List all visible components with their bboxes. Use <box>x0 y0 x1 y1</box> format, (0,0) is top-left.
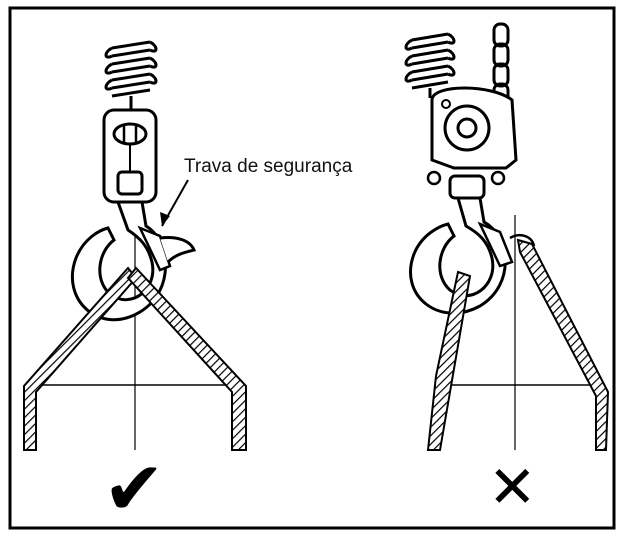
shank-nut-right <box>448 174 486 200</box>
block-slot-left <box>112 122 148 146</box>
safety-latch-label: Trava de segurança <box>182 156 355 178</box>
safety-latch-right <box>477 221 514 268</box>
sling-left-leg-b <box>126 266 247 451</box>
incorrect-cross-icon: ✕ <box>488 453 537 521</box>
panel-incorrect <box>404 22 610 451</box>
sling-right-leg-a <box>426 270 472 451</box>
spring-right <box>404 32 456 98</box>
pulley-wheel-inner <box>456 117 478 139</box>
safety-latch-left <box>137 225 172 272</box>
correct-check-icon: ✔ <box>103 446 166 532</box>
spring-left <box>104 40 158 112</box>
sling-right-leg-b <box>516 238 610 451</box>
panel-correct <box>23 40 247 451</box>
outer-border <box>8 6 616 530</box>
shank-nut-left <box>116 170 144 196</box>
